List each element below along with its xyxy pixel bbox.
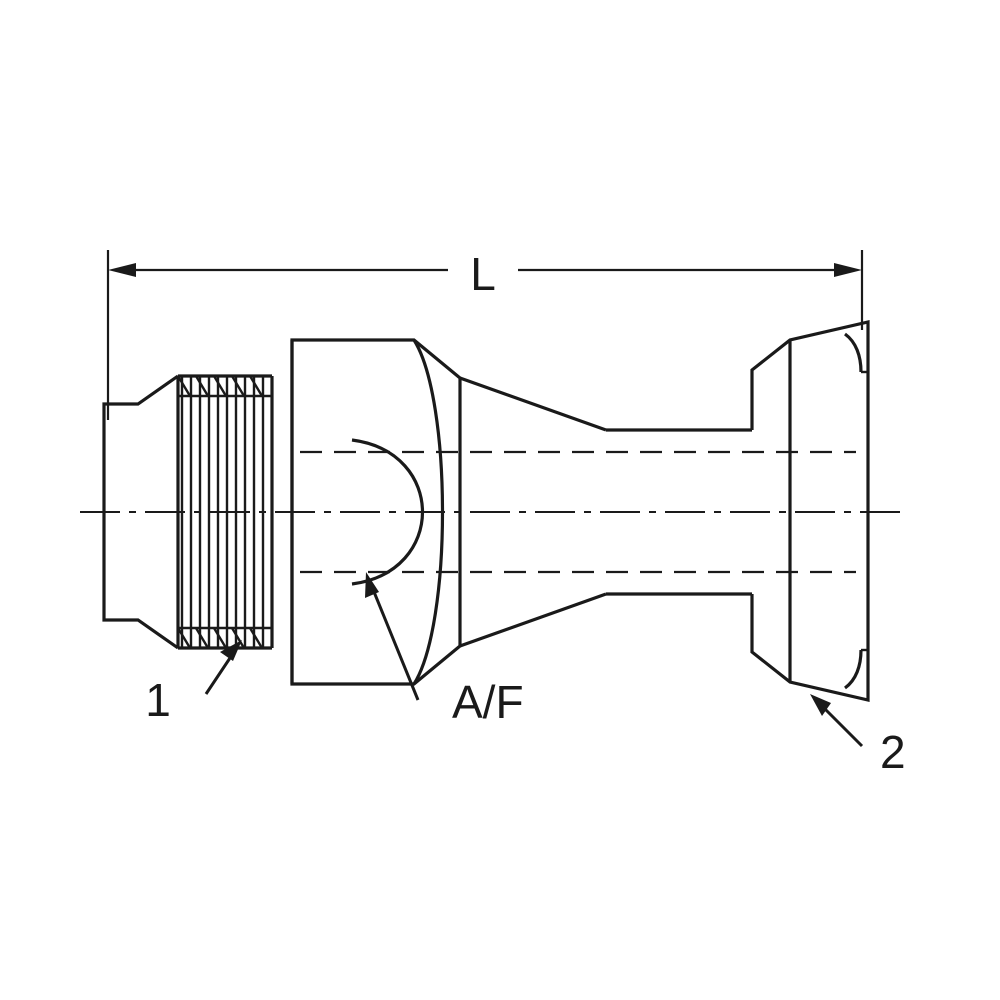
callout-2-group: 2: [810, 694, 906, 778]
callout-1-group: 1: [145, 640, 242, 726]
callout-1-label: 1: [145, 674, 171, 726]
hex-chamfer-arc: [412, 339, 445, 685]
part-tube-body: [606, 428, 752, 596]
callout-af-arrow-icon: [365, 572, 379, 598]
shoulder-top-taper: [459, 376, 607, 432]
shoulder-bottom-taper: [459, 592, 607, 648]
flange-corner-notch-bottom: [843, 649, 863, 690]
part-flange-head: [750, 319, 870, 703]
callout-2-label: 2: [880, 726, 906, 778]
flange-outline: [750, 319, 870, 703]
thread-hatching: [176, 375, 265, 649]
hidden-bore-lines: [300, 450, 856, 574]
dimension-label-bg: [448, 246, 518, 294]
part-jic-flare-nose: [102, 374, 179, 650]
callout-af-leader: [368, 581, 420, 701]
part-male-thread: [176, 374, 274, 650]
dimension-label-L: L: [470, 248, 496, 300]
part-tapered-shoulder: [459, 376, 607, 648]
dimension-overall-length: L: [106, 246, 864, 420]
flare-nose-outline: [102, 374, 179, 650]
flange-corner-notch-top: [843, 332, 863, 373]
callout-2-arrow-icon: [810, 694, 831, 716]
callout-af-group: A/F: [365, 572, 524, 728]
callout-af-label: A/F: [452, 676, 524, 728]
callout-1-arrow-icon: [220, 640, 242, 661]
arrow-right-icon: [834, 263, 862, 277]
arrow-left-icon: [108, 263, 136, 277]
hex-flat-arc-inner: [351, 438, 425, 586]
